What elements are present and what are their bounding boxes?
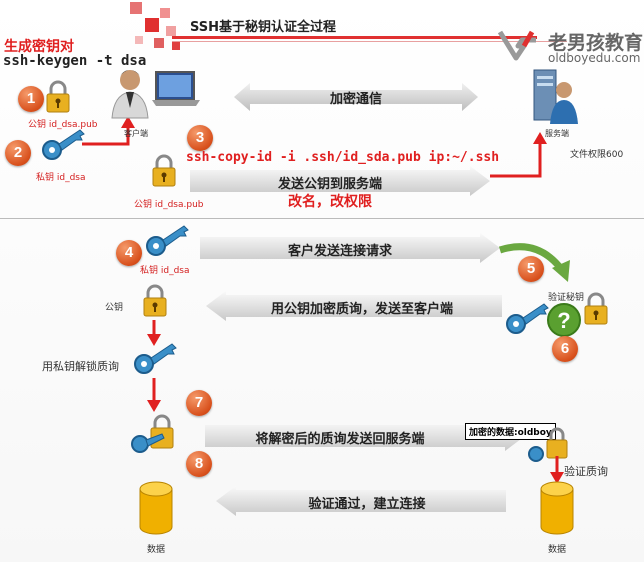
copy-id-command: ssh-copy-id -i .ssh/id_sda.pub ip:~/.ssh (186, 150, 500, 165)
encrypted-data-box: 加密的数据:oldboy (465, 423, 556, 440)
send-decrypted-arrow (205, 421, 525, 451)
encrypt-challenge-label: 用公钥加密质询，发送至客户端 (270, 302, 453, 317)
verify-ok-label: 验证通过，建立连接 (308, 497, 426, 512)
pubkey-to-server-arrow (490, 132, 547, 178)
key-icon (42, 129, 85, 160)
pubkey-file-label-2: 公钥 id_dsa.pub (134, 200, 204, 210)
send-pubkey-label: 发送公钥到服务端 (277, 177, 382, 192)
verify-ok-arrow (216, 486, 506, 516)
verify-challenge-label: 验证质询 (564, 465, 608, 478)
step-badge-4: 4 (116, 240, 142, 266)
title-underline (172, 36, 537, 39)
decor-squares (130, 2, 180, 50)
send-conn-request-label: 客户发送连接请求 (287, 244, 392, 259)
diagram-title: SSH基于秘钥认证全过程 (190, 20, 337, 35)
lock-icon (584, 292, 608, 325)
step-badge-6: 6 (552, 336, 578, 362)
server-label: 服务端 (545, 129, 569, 138)
down-red-arrow (147, 320, 161, 346)
client-label: 客户端 (124, 129, 148, 138)
server-user-icon (533, 69, 578, 124)
encrypted-comm-label: 加密通信 (329, 92, 382, 107)
title-underline-thin (172, 41, 567, 42)
brand-name: 老男孩教育 (548, 32, 644, 54)
file-perm-label: 文件权限600 (570, 150, 624, 160)
lock-key-icon (131, 414, 174, 453)
brand-url: oldboyedu.com (548, 51, 641, 65)
verify-key-label: 验证秘钥 (548, 293, 585, 303)
keygen-connector-arrow (82, 116, 135, 146)
pubkey-file-label: 公钥 id_dsa.pub (28, 120, 98, 130)
key-icon (134, 343, 177, 374)
step-badge-1: 1 (18, 86, 44, 112)
key-icon (146, 225, 189, 256)
down-red-arrow (550, 456, 564, 484)
lock-icon (46, 80, 70, 113)
lock-icon (152, 154, 176, 187)
pubkey-label: 公钥 (105, 303, 124, 313)
send-decrypted-label: 将解密后的质询发送回服务端 (255, 432, 425, 447)
encrypted-comm-arrow (234, 83, 478, 111)
section-divider (0, 218, 644, 219)
data-right-label: 数据 (548, 545, 567, 555)
encrypt-challenge-arrow (206, 291, 502, 321)
keygen-title: 生成密钥对 (4, 39, 74, 55)
database-icon (540, 481, 574, 535)
privkey-file-label-2: 私钥 id_dsa (140, 266, 190, 276)
lock-icon (143, 284, 167, 317)
step-badge-3: 3 (187, 125, 213, 151)
rename-note: 改名，改权限 (288, 194, 372, 210)
step-badge-2: 2 (5, 140, 31, 166)
keygen-command: ssh-keygen -t dsa (3, 53, 147, 69)
verify-curve-arrow (498, 243, 570, 282)
user-laptop-icon (111, 70, 200, 119)
send-conn-request-arrow (200, 233, 500, 263)
step-badge-8: 8 (186, 451, 212, 477)
brand-logo-icon (497, 30, 536, 61)
question-icon: ? (547, 303, 581, 337)
svg-text:?: ? (557, 308, 570, 333)
database-icon (139, 481, 173, 535)
privkey-file-label: 私钥 id_dsa (36, 173, 86, 183)
lock-key-icon (528, 427, 568, 462)
data-left-label: 数据 (147, 545, 166, 555)
down-red-arrow (147, 378, 161, 412)
send-pubkey-arrow (190, 166, 490, 196)
decrypt-with-priv-label: 用私钥解锁质询 (42, 360, 119, 373)
step-badge-5: 5 (518, 256, 544, 282)
key-icon (506, 303, 549, 334)
step-badge-7: 7 (186, 390, 212, 416)
